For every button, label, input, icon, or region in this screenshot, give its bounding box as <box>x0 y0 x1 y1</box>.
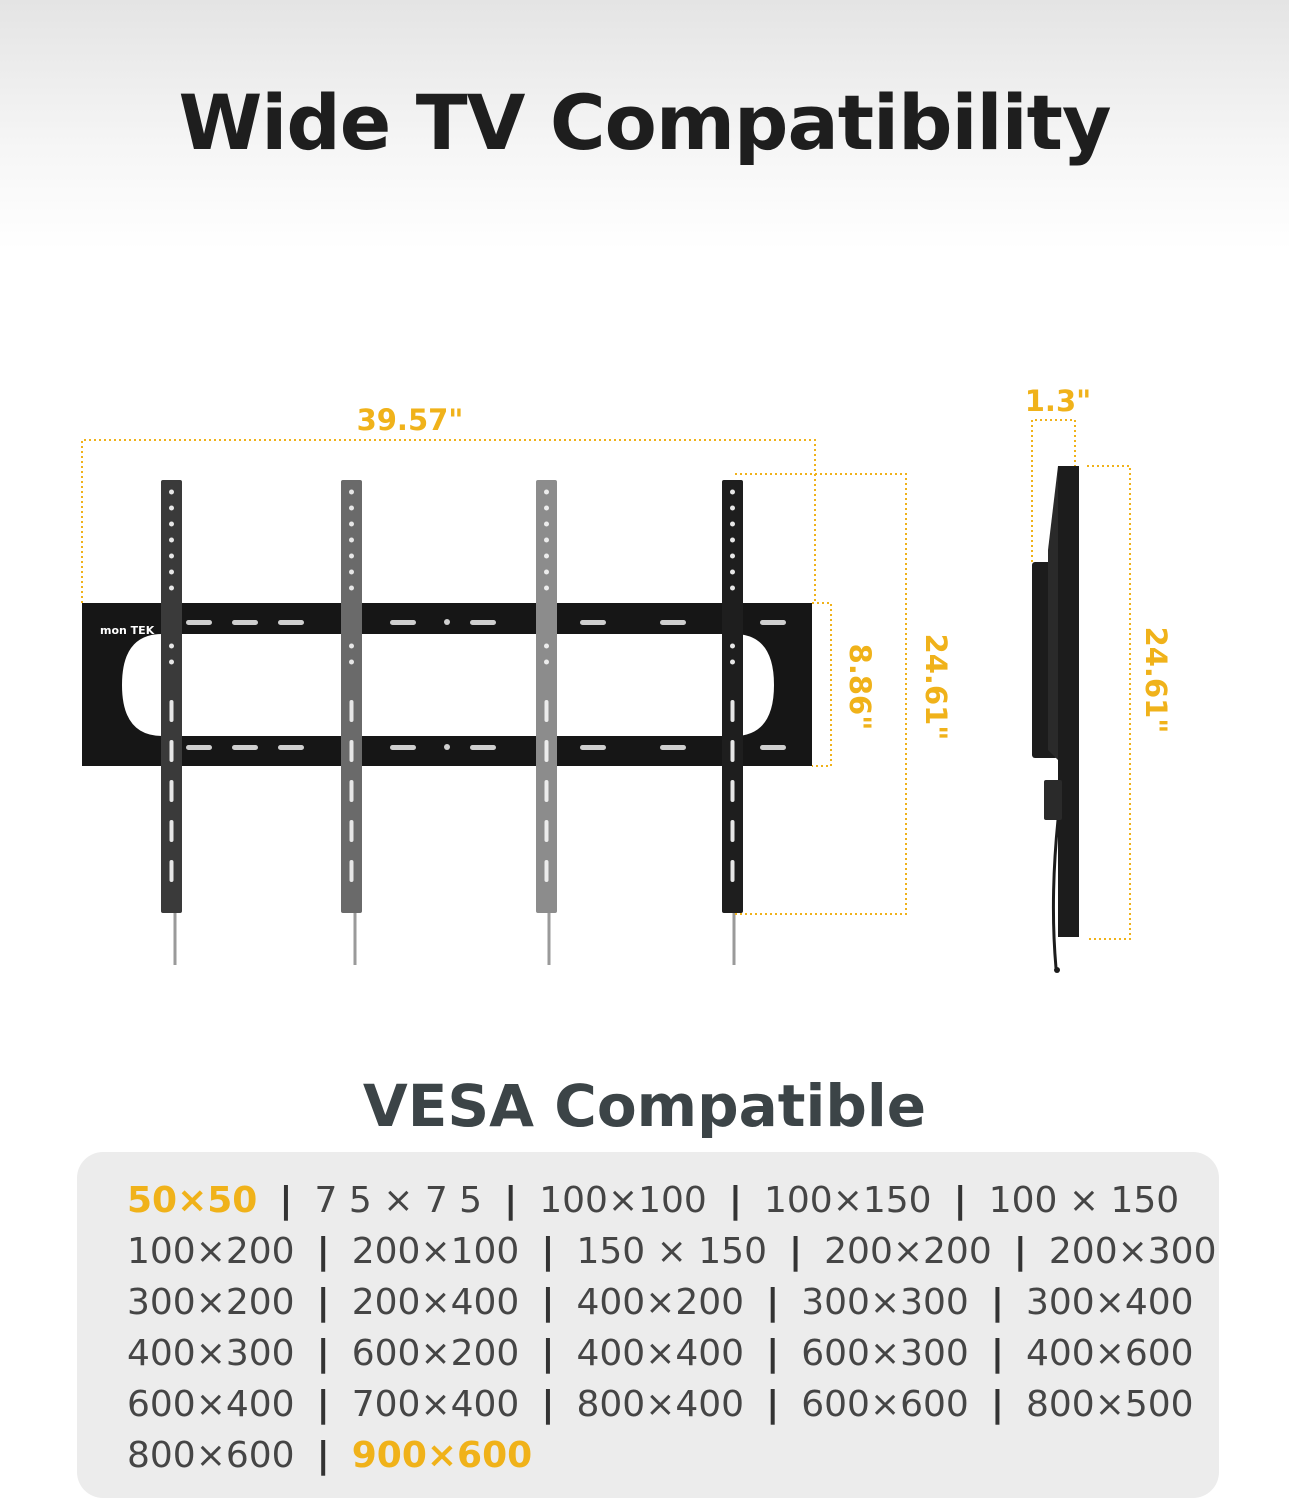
separator: | <box>990 1281 1004 1323</box>
vesa-size: 800×400 <box>576 1383 745 1425</box>
vesa-title: VESA Compatible <box>362 1072 927 1140</box>
vesa-size: 300×200 <box>127 1281 295 1323</box>
separator: | <box>316 1332 330 1374</box>
total-height-dimension-line <box>735 473 907 915</box>
separator: | <box>990 1332 1004 1374</box>
vesa-row: 50×50 | 7 5 × 7 5 | 100×100 | 100×150 | … <box>127 1175 1199 1225</box>
vesa-size: 600×200 <box>351 1332 520 1374</box>
vesa-size: 7 5 × 7 5 <box>314 1179 483 1221</box>
side-height-dimension-line <box>1087 465 1131 940</box>
vesa-size: 800×500 <box>1026 1383 1194 1425</box>
width-dimension-line <box>81 439 816 603</box>
vesa-size: 100×150 <box>763 1179 932 1221</box>
depth-label: 1.3" <box>1025 384 1091 418</box>
vesa-size: 200×300 <box>1048 1230 1217 1272</box>
vesa-size: 100×200 <box>127 1230 295 1272</box>
vesa-size: 100 × 150 <box>988 1179 1180 1221</box>
separator: | <box>766 1281 780 1323</box>
separator: | <box>953 1179 967 1221</box>
vesa-size: 900×600 <box>351 1434 533 1476</box>
separator: | <box>279 1179 293 1221</box>
vesa-size: 200×200 <box>824 1230 992 1272</box>
plate-height-dimension-line <box>812 602 832 767</box>
mount-diagram: mon TEK 39.57" 8.86" 24.61" <box>81 384 1173 973</box>
vesa-size: 200×400 <box>351 1281 520 1323</box>
separator: | <box>316 1281 330 1323</box>
vesa-size: 400×400 <box>576 1332 745 1374</box>
vesa-row: 100×200 | 200×100 | 150 × 150 | 200×200 … <box>127 1226 1216 1276</box>
side-view-mount <box>1032 466 1079 973</box>
vesa-size: 600×300 <box>801 1332 969 1374</box>
vesa-size: 300×300 <box>801 1281 969 1323</box>
width-label: 39.57" <box>357 403 464 437</box>
brand-logo: mon TEK <box>100 624 155 637</box>
separator: | <box>990 1383 1004 1425</box>
separator: | <box>788 1230 803 1272</box>
depth-dimension-line <box>1031 419 1076 562</box>
tv-arm-1 <box>161 480 182 965</box>
total-height-label: 24.61" <box>919 634 953 741</box>
vesa-size: 50×50 <box>127 1179 258 1221</box>
vesa-size: 400×200 <box>576 1281 745 1323</box>
vesa-size: 600×600 <box>801 1383 969 1425</box>
separator: | <box>316 1383 330 1425</box>
separator: | <box>504 1179 518 1221</box>
vesa-size: 100×100 <box>539 1179 707 1221</box>
vesa-row: 600×400 | 700×400 | 800×400 | 600×600 | … <box>127 1379 1199 1429</box>
vesa-size: 400×300 <box>127 1332 295 1374</box>
vesa-panel: 50×50 | 7 5 × 7 5 | 100×100 | 100×150 | … <box>77 1152 1219 1498</box>
side-height-label: 24.61" <box>1139 627 1173 734</box>
separator: | <box>728 1179 742 1221</box>
vesa-size: 600×400 <box>127 1383 295 1425</box>
page-title: Wide TV Compatibility <box>178 78 1111 167</box>
separator: | <box>541 1383 555 1425</box>
wall-plate: mon TEK <box>82 603 812 766</box>
separator: | <box>1013 1230 1027 1272</box>
vesa-size: 150 × 150 <box>576 1230 767 1272</box>
tv-arm-3 <box>536 480 557 965</box>
tv-arm-2 <box>341 480 362 965</box>
vesa-size: 400×600 <box>1026 1332 1194 1374</box>
vesa-size: 200×100 <box>351 1230 520 1272</box>
separator: | <box>541 1281 555 1323</box>
vesa-row: 400×300 | 600×200 | 400×400 | 600×300 | … <box>127 1328 1199 1378</box>
vesa-size: 300×400 <box>1026 1281 1194 1323</box>
separator: | <box>766 1332 780 1374</box>
tv-arm-4 <box>722 480 743 965</box>
separator: | <box>541 1332 555 1374</box>
vesa-size: 700×400 <box>351 1383 520 1425</box>
separator: | <box>316 1230 330 1272</box>
separator: | <box>766 1383 780 1425</box>
separator: | <box>316 1434 330 1476</box>
vesa-row: 300×200 | 200×400 | 400×200 | 300×300 | … <box>127 1277 1199 1327</box>
vesa-size: 800×600 <box>127 1434 295 1476</box>
separator: | <box>541 1230 555 1272</box>
plate-height-label: 8.86" <box>843 644 877 731</box>
vesa-row: 800×600 | 900×600 <box>127 1430 1199 1480</box>
